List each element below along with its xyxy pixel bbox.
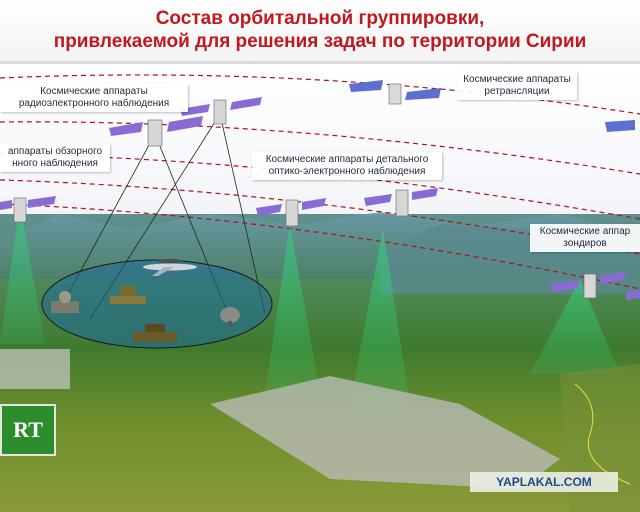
label-relay-line-2: ретрансляции	[484, 86, 550, 97]
coverage-beam-2	[350, 229, 410, 404]
tank-icon	[133, 324, 177, 342]
scene: Космические аппараты радиоэлектронного н…	[0, 64, 640, 512]
label-radio-satellites: Космические аппараты радиоэлектронного н…	[0, 84, 188, 112]
label-optic-satellites: Космические аппараты детального оптико-э…	[252, 152, 442, 180]
coverage-beam-1	[265, 224, 320, 394]
satellite-radio-2-icon	[180, 97, 262, 125]
label-radio-line-2: радиоэлектронного наблюдения	[18, 98, 170, 109]
coverage-beam-3	[530, 279, 620, 374]
label-optic-line-1: Космические аппараты детального	[265, 154, 429, 165]
satellite-optic-1-icon	[256, 198, 326, 227]
radar-dish-icon	[220, 307, 240, 327]
title-line-2: привлекаемой для решения задач по террит…	[53, 31, 587, 52]
rt-logo-text: RT	[13, 417, 43, 442]
orbit-line-1	[0, 74, 640, 115]
satellite-relay-icon	[349, 80, 441, 105]
satellite-optic-2-icon	[364, 188, 438, 217]
satellite-sounding-icon	[550, 272, 626, 299]
label-relay-line-1: Космические аппараты	[463, 74, 571, 85]
watermark: YAPLAKAL.COM	[470, 472, 618, 492]
diagram-graphics	[0, 74, 640, 512]
satellite-relay-2-icon	[605, 120, 635, 132]
coverage-beam-4	[0, 204, 45, 344]
title-bar: Состав орбитальной группировки, привлека…	[0, 0, 640, 64]
orbit-line-5	[0, 203, 640, 290]
label-sounding-line-2: зондиров	[563, 238, 607, 249]
satellite-radio-1-icon	[109, 116, 203, 147]
radar-unit-icon	[51, 291, 79, 313]
satellite-survey-icon	[0, 196, 56, 223]
target-zone	[41, 259, 273, 349]
rt-logo: RT	[0, 404, 56, 456]
label-survey-line-1: аппараты обзорного	[7, 146, 103, 157]
label-survey-satellites: аппараты обзорного нного наблюдения	[0, 144, 110, 172]
awacs-aircraft-icon	[143, 258, 197, 276]
orbit-line-2	[0, 121, 640, 175]
label-relay-satellites: Космические аппараты ретрансляции	[457, 72, 577, 100]
label-optic-line-2: оптико-электронного наблюдения	[268, 166, 426, 177]
recon-link-4	[219, 113, 266, 315]
label-sounding-line-1: Космические аппар	[539, 226, 631, 237]
label-sounding-satellites: Космические аппар зондиров	[530, 224, 640, 252]
label-radio-line-1: Космические аппараты	[40, 86, 148, 97]
launcher-vehicle-icon	[110, 286, 146, 304]
satellite-sounding-2-icon	[626, 290, 640, 300]
title-line-1: Состав орбитальной группировки,	[155, 8, 485, 29]
label-survey-line-2: нного наблюдения	[12, 158, 98, 169]
town-area	[0, 349, 560, 489]
